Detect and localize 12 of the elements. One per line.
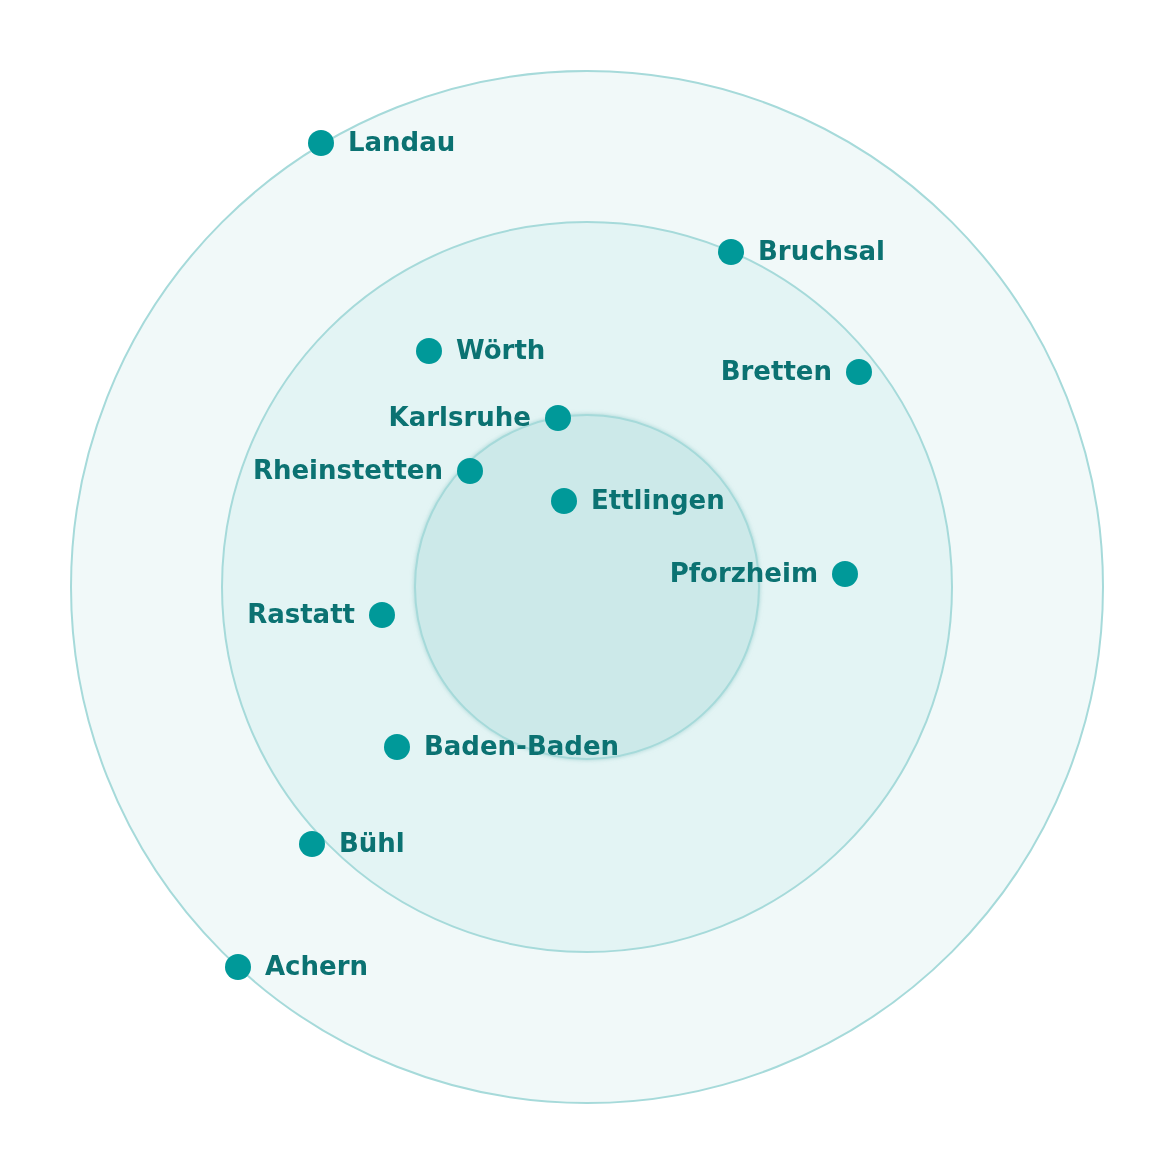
city-label: Pforzheim — [669, 558, 818, 590]
city-label: Ettlingen — [591, 485, 725, 517]
city-label: Wörth — [456, 335, 546, 367]
city-label: Baden-Baden — [424, 731, 620, 763]
city-label: Karlsruhe — [388, 402, 531, 434]
city-label: Landau — [348, 127, 456, 159]
city-label: Achern — [265, 951, 368, 983]
city-label: Bruchsal — [758, 236, 885, 268]
city-label: Bretten — [720, 356, 832, 388]
city-label: Bühl — [339, 828, 405, 860]
city-label: Rheinstetten — [252, 455, 443, 487]
city-label: Rastatt — [247, 599, 355, 631]
